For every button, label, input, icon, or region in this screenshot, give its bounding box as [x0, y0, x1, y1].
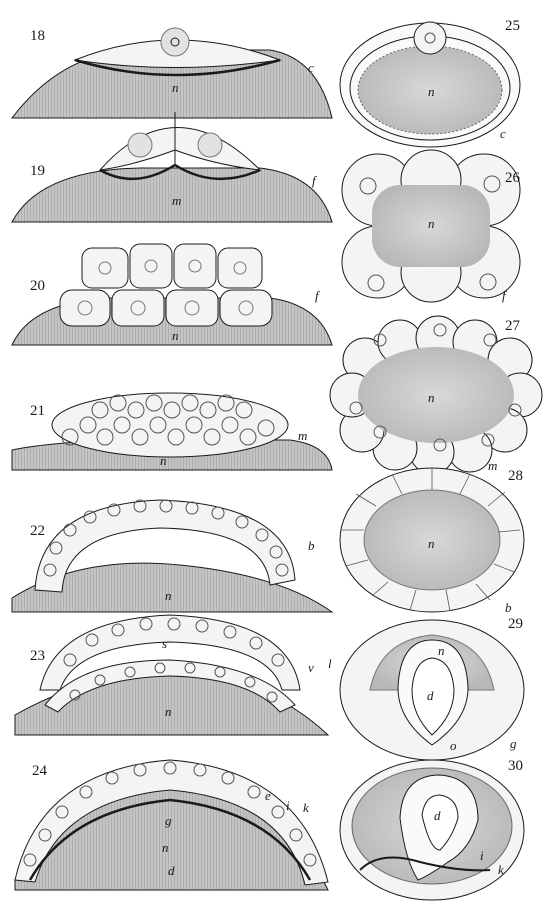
- label: n: [438, 643, 445, 658]
- figure-21: 21 m n: [12, 393, 332, 470]
- label: n: [172, 80, 179, 95]
- label: n: [428, 216, 435, 231]
- label: m: [298, 428, 307, 443]
- label: i: [286, 798, 290, 813]
- label: i: [480, 848, 484, 863]
- label: n: [165, 588, 172, 603]
- figure-number: 24: [32, 763, 48, 779]
- label: c: [500, 126, 506, 141]
- label: k: [498, 862, 504, 877]
- label: n: [172, 328, 179, 343]
- figure-number: 18: [30, 28, 45, 44]
- figure-number: 20: [30, 278, 45, 294]
- label: v: [308, 660, 314, 675]
- figure-number: 25: [505, 18, 520, 34]
- label: n: [165, 704, 172, 719]
- figure-20: 20 f n: [12, 244, 332, 345]
- figure-23: 23 v s n: [15, 615, 328, 735]
- figure-26: 26 f n: [342, 150, 521, 303]
- label: m: [172, 193, 181, 208]
- label: n: [428, 536, 435, 551]
- figure-number: 28: [508, 468, 523, 484]
- figure-18: 18 c n: [12, 28, 332, 118]
- label: d: [168, 863, 175, 878]
- figure-number: 23: [30, 648, 45, 664]
- label: o: [450, 738, 457, 753]
- figure-number: 22: [30, 523, 45, 539]
- label: n: [428, 84, 435, 99]
- figure-27: 27 m n: [330, 316, 542, 474]
- figure-25: 25 c n: [340, 18, 520, 147]
- label: s: [162, 636, 167, 651]
- figure-number: 27: [505, 318, 521, 334]
- label: k: [303, 800, 309, 815]
- label: b: [505, 600, 512, 615]
- label: e: [265, 788, 271, 803]
- label: b: [308, 538, 315, 553]
- label: f: [315, 288, 321, 303]
- label: n: [162, 840, 169, 855]
- figure-29: 29 d n l g o: [328, 616, 524, 760]
- figure-22: 22 b n: [12, 500, 332, 612]
- label: f: [312, 173, 318, 188]
- figure-number: 26: [505, 170, 521, 186]
- label: g: [510, 736, 517, 751]
- figure-24: 24 e i k g n d: [15, 760, 328, 890]
- figure-number: 21: [30, 403, 45, 419]
- figure-number: 30: [508, 758, 523, 774]
- figure-19: 19 f m: [12, 112, 332, 222]
- label: n: [160, 453, 167, 468]
- figure-number: 19: [30, 163, 45, 179]
- label: d: [434, 808, 441, 823]
- label: m: [488, 458, 497, 473]
- label: d: [427, 688, 434, 703]
- label: g: [165, 813, 172, 828]
- label: c: [308, 60, 314, 75]
- figure-28: 28 b n: [340, 468, 524, 615]
- label: l: [328, 656, 332, 671]
- label: n: [428, 390, 435, 405]
- figure-30: 30 d i k: [340, 758, 524, 900]
- figure-number: 29: [508, 616, 523, 632]
